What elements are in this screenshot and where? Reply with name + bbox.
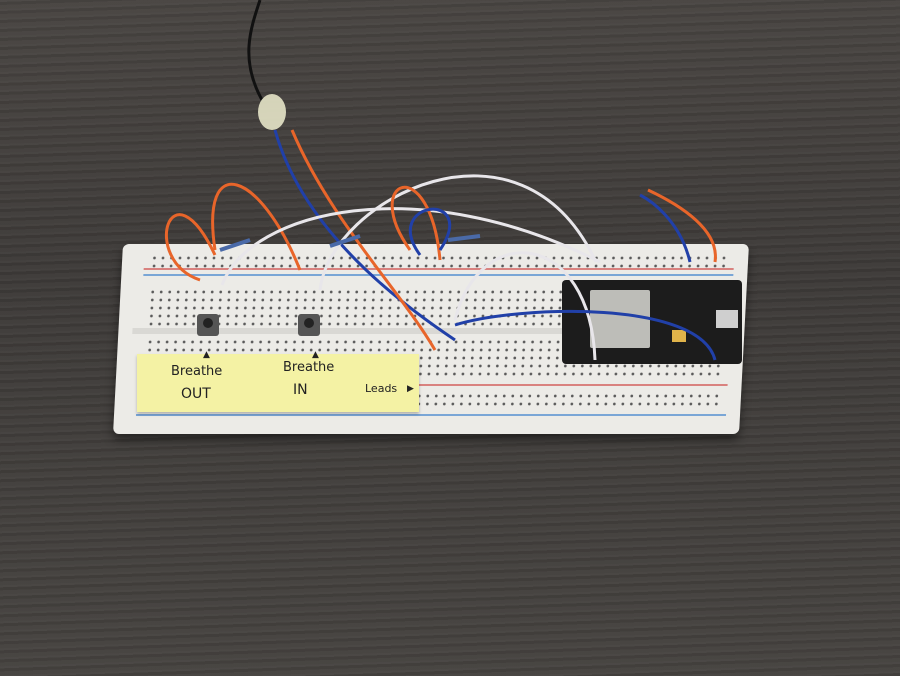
blue-wire-loop — [408, 207, 452, 256]
blue-lead-wire — [273, 129, 456, 342]
orange-wire-right — [647, 188, 717, 263]
leads-arrow-icon: ▶ — [407, 384, 414, 394]
blue-wire-long — [454, 309, 717, 361]
breathe-in-line2: IN — [293, 382, 308, 398]
white-wire-2 — [318, 174, 598, 291]
orange-wire-1 — [164, 213, 217, 282]
white-wire-1 — [220, 207, 601, 286]
capacitor — [672, 330, 686, 342]
esp-module-shield — [590, 290, 650, 348]
orange-wire-3 — [390, 185, 442, 261]
sticky-note-label: ▲ ▲ Breathe OUT Breathe IN Leads ▶ — [137, 350, 419, 412]
breathe-out-push-button — [197, 314, 219, 336]
micro-usb-port — [716, 310, 738, 328]
breathe-in-push-button — [298, 314, 320, 336]
resistors — [219, 234, 481, 252]
orange-wire-2 — [211, 182, 302, 271]
black-lead-wire — [247, 0, 264, 101]
breathe-out-line1: Breathe — [171, 364, 223, 379]
up-marker-left: ▲ — [203, 350, 210, 360]
taped-connector — [258, 94, 286, 130]
up-marker-right: ▲ — [312, 350, 319, 360]
leads-label: Leads — [365, 382, 398, 395]
white-wire-3 — [453, 251, 597, 361]
orange-lead-wire — [290, 129, 437, 351]
breathe-in-line1: Breathe — [283, 360, 335, 375]
breathe-out-line2: OUT — [181, 386, 211, 402]
blue-wire-right — [639, 193, 692, 263]
